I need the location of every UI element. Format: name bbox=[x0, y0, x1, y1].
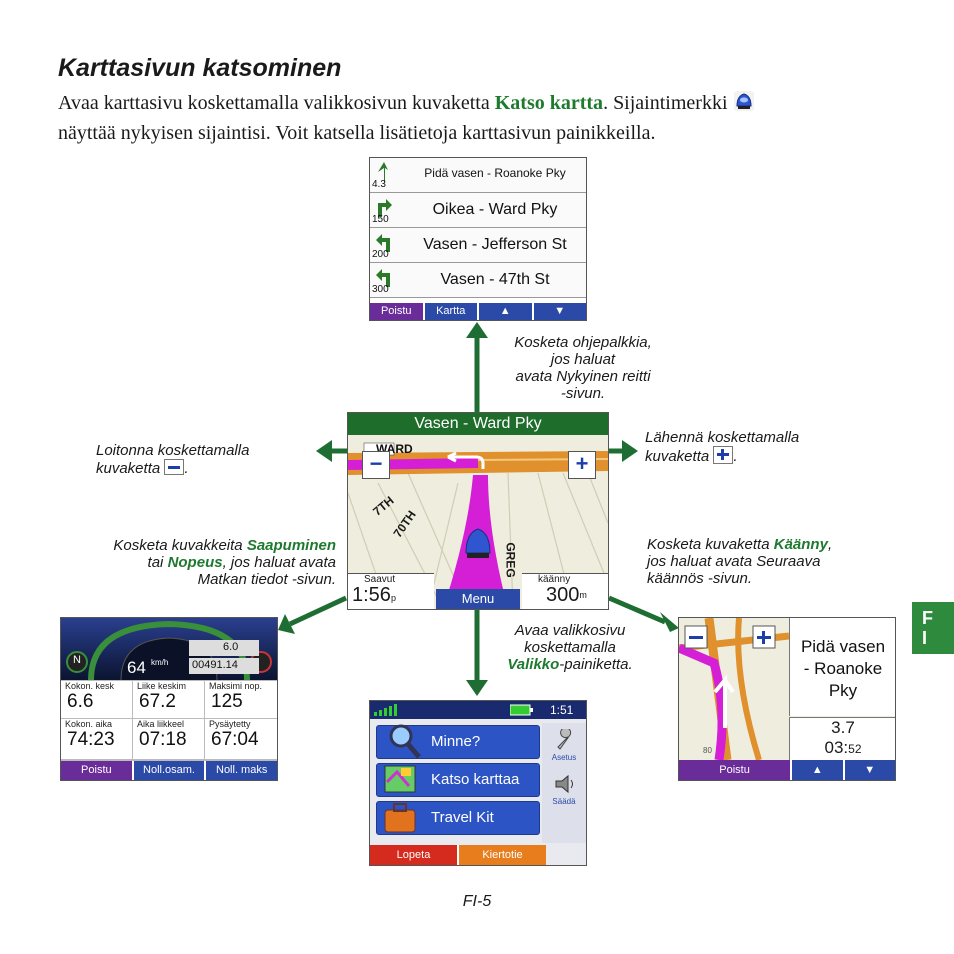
wrench-icon[interactable] bbox=[554, 729, 576, 751]
view-map-button[interactable]: Katso karttaa bbox=[376, 763, 540, 797]
stop-button[interactable]: Lopeta bbox=[370, 845, 457, 865]
route-row[interactable]: Vasen - 47th St 300 bbox=[370, 263, 586, 298]
map-icon bbox=[384, 765, 416, 793]
detour-button[interactable]: Kiertotie bbox=[459, 845, 546, 865]
turn-map[interactable] bbox=[679, 618, 789, 760]
compass-label: N bbox=[73, 654, 81, 666]
route-row[interactable]: Oikea - Ward Pky 150 bbox=[370, 193, 586, 228]
speedometer-panel[interactable]: N 64 km/h 6.0 00491.14 bbox=[61, 618, 277, 681]
turn-instruction-bar[interactable]: Vasen - Ward Pky bbox=[348, 413, 608, 435]
zoom-out-icon bbox=[164, 459, 185, 475]
remove-button[interactable]: Poistu bbox=[370, 303, 423, 320]
clock: 1:51 bbox=[550, 703, 574, 717]
settings-label[interactable]: Asetus bbox=[551, 753, 577, 762]
turn-left-arrow-icon bbox=[376, 269, 390, 287]
remove-button[interactable]: Poistu bbox=[679, 760, 791, 780]
scroll-up-button[interactable]: ▲ bbox=[479, 303, 532, 320]
turn-right-arrow-icon bbox=[378, 199, 392, 217]
reset-trip-button[interactable]: Noll.osam. bbox=[133, 761, 205, 780]
volume-icon[interactable] bbox=[554, 773, 576, 795]
callout-route-bar: Kosketa ohjepalkkia, jos haluat avata Ny… bbox=[514, 334, 652, 402]
turn-field[interactable]: käänny 300m bbox=[522, 573, 608, 609]
odometer-value: 00491.14 bbox=[192, 659, 238, 671]
callout-zoom-out: Loitonna koskettamalla kuvaketta . bbox=[96, 442, 250, 477]
arrow-right-icon bbox=[622, 440, 638, 462]
turn-distance-panel: 3.7 03:52 bbox=[789, 717, 895, 761]
turn-left-arrow-icon bbox=[376, 234, 390, 252]
scroll-down-button[interactable]: ▼ bbox=[844, 760, 895, 780]
travel-kit-button[interactable]: Travel Kit bbox=[376, 801, 540, 835]
intro-paragraph: Avaa karttasivu koskettamalla valikkosiv… bbox=[58, 88, 858, 148]
arrow-down-right-icon bbox=[660, 612, 679, 632]
keep-left-arrow-icon bbox=[378, 162, 388, 182]
arrival-field[interactable]: Saavut 1:56p bbox=[348, 573, 434, 609]
side-tools: Asetus Säädä bbox=[542, 723, 586, 843]
odometer-small: 6.0 bbox=[223, 641, 239, 653]
status-bar: 1:51 bbox=[370, 701, 586, 719]
scroll-up-button[interactable]: ▲ bbox=[792, 760, 843, 780]
route-row[interactable]: Vasen - Jefferson St 200 bbox=[370, 228, 586, 263]
volume-label[interactable]: Säädä bbox=[552, 797, 576, 806]
speed-value: 64 bbox=[127, 658, 146, 677]
current-route-screen: Pidä vasen - Roanoke Pky 4.3 Oikea - War… bbox=[369, 157, 587, 321]
signal-icon bbox=[374, 704, 397, 716]
intro-text-2: . Sijaintimerkki bbox=[603, 92, 733, 114]
briefcase-icon bbox=[384, 803, 416, 833]
main-menu-screen: 1:51 Minne? Katso karttaa Travel Kit Ase… bbox=[369, 700, 587, 866]
next-turn-screen: Pidä vasen - Roanoke Pky 3.7 03:52 80 Po… bbox=[678, 617, 896, 781]
trip-cell[interactable]: Maksimi nop.125 bbox=[205, 681, 277, 718]
magnifier-icon bbox=[389, 724, 421, 759]
reset-max-button[interactable]: Noll. maks bbox=[206, 761, 277, 780]
callout-next-turn: Kosketa kuvaketta Käänny, jos haluat ava… bbox=[647, 536, 833, 587]
zoom-out-button[interactable]: − bbox=[362, 451, 390, 479]
turn-instruction-panel: Pidä vasen - Roanoke Pky bbox=[789, 618, 895, 716]
zoom-in-icon bbox=[713, 446, 734, 464]
vehicle-position-icon bbox=[465, 528, 491, 558]
language-tab: F I bbox=[912, 602, 954, 654]
arrow-down-left-icon bbox=[278, 614, 295, 634]
callout-menu: Avaa valikkosivu koskettamalla Valikko-p… bbox=[507, 622, 633, 673]
page-number: FI-5 bbox=[462, 893, 492, 910]
arrow-left-icon bbox=[316, 440, 332, 462]
arrow-down-icon bbox=[466, 680, 488, 696]
speed-unit: km/h bbox=[151, 658, 169, 667]
arrow-up-icon bbox=[466, 322, 488, 338]
battery-icon bbox=[510, 704, 533, 716]
intro-text-1: Avaa karttasivu koskettamalla valikkosiv… bbox=[58, 92, 495, 114]
page-heading: Karttasivun katsominen bbox=[58, 54, 342, 82]
where-to-button[interactable]: Minne? bbox=[376, 724, 540, 759]
scroll-down-button[interactable]: ▼ bbox=[533, 303, 586, 320]
street-label: GREG bbox=[503, 542, 518, 578]
position-marker-icon bbox=[733, 91, 754, 111]
route-row[interactable]: Pidä vasen - Roanoke Pky 4.3 bbox=[370, 158, 586, 193]
intro-link-katso-kartta: Katso kartta bbox=[494, 92, 604, 114]
remove-button[interactable]: Poistu bbox=[61, 761, 132, 780]
menu-button[interactable]: Menu bbox=[436, 589, 520, 609]
zoom-in-button[interactable]: + bbox=[568, 451, 596, 479]
map-screen: Vasen - Ward Pky WARD 7TH 70TH GREG − + … bbox=[347, 412, 609, 610]
callout-trip-info: Kosketa kuvakkeita Saapuminen tai Nopeus… bbox=[113, 537, 336, 588]
map-button[interactable]: Kartta bbox=[424, 303, 477, 320]
speedometer-gauge bbox=[66, 620, 272, 681]
road-label: 80 bbox=[703, 746, 712, 755]
callout-zoom-in: Lähennä koskettamalla kuvaketta . bbox=[645, 429, 800, 465]
intro-text-3: näyttää nykyisen sijaintisi. Voit katsel… bbox=[58, 122, 656, 144]
